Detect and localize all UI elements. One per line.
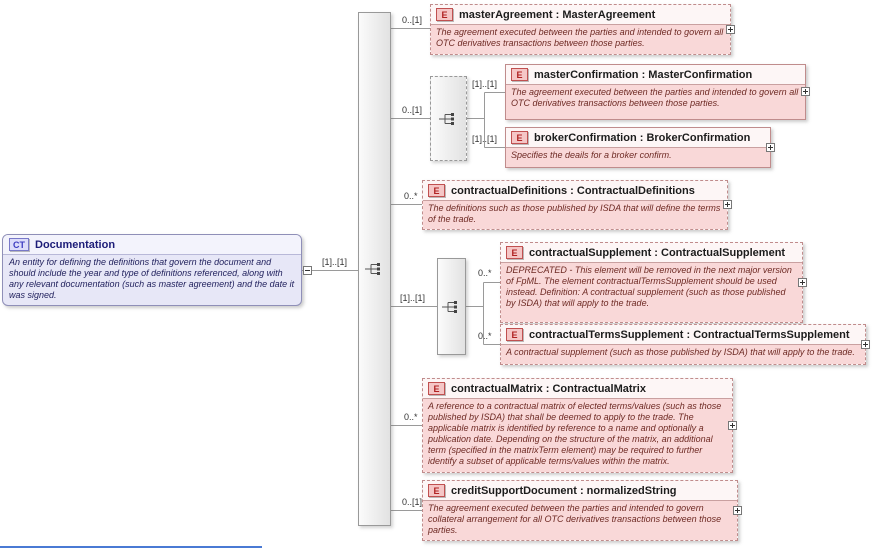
element-title: contractualTermsSupplement : Contractual… — [529, 328, 850, 341]
element-title: creditSupportDocument : normalizedString — [451, 484, 677, 497]
cardinality-label: 0..[1] — [402, 105, 423, 115]
element-description: A contractual supplement (such as those … — [501, 344, 865, 364]
element-icon: E — [506, 246, 523, 259]
expand-icon[interactable] — [733, 505, 742, 515]
element-icon: E — [511, 68, 528, 81]
sequence-group-supplement[interactable] — [437, 258, 466, 355]
cardinality-label: 0..* — [404, 191, 418, 201]
element-contractualTermsSupplement[interactable]: E contractualTermsSupplement : Contractu… — [500, 324, 870, 365]
element-title: brokerConfirmation : BrokerConfirmation — [534, 131, 751, 144]
element-description: The definitions such as those published … — [423, 200, 727, 229]
cardinality-label: 0..* — [404, 412, 418, 422]
sequence-group-confirmation[interactable] — [430, 76, 467, 161]
expand-icon[interactable] — [723, 200, 732, 209]
expand-icon[interactable] — [726, 24, 735, 34]
sequence-icon — [438, 112, 454, 125]
expand-icon[interactable] — [861, 339, 870, 349]
sequence-icon — [364, 263, 380, 275]
element-title: contractualMatrix : ContractualMatrix — [451, 382, 646, 395]
collapse-icon[interactable] — [303, 266, 312, 275]
cardinality-label: [1]..[1] — [400, 293, 426, 303]
element-description: DEPRECATED - This element will be remove… — [501, 262, 802, 322]
expand-icon[interactable] — [798, 277, 807, 287]
element-description: Specifies the deails for a broker confir… — [506, 147, 770, 167]
element-header: E masterConfirmation : MasterConfirmatio… — [506, 65, 805, 84]
element-title: masterConfirmation : MasterConfirmation — [534, 68, 753, 81]
element-icon: E — [506, 328, 523, 341]
element-icon: E — [511, 131, 528, 144]
element-icon: E — [428, 382, 445, 395]
element-title: masterAgreement : MasterAgreement — [459, 8, 656, 21]
sequence-group-main[interactable] — [358, 12, 391, 526]
element-creditSupportDocument[interactable]: E creditSupportDocument : normalizedStri… — [422, 480, 742, 541]
complextype-icon: CT — [9, 238, 29, 251]
divider-line — [0, 546, 262, 548]
element-description: A reference to a contractual matrix of e… — [423, 398, 732, 472]
element-masterConfirmation[interactable]: E masterConfirmation : MasterConfirmatio… — [505, 64, 810, 120]
complextype-header: CT Documentation — [3, 235, 301, 255]
element-title: contractualSupplement : ContractualSuppl… — [529, 246, 786, 259]
element-contractualSupplement[interactable]: E contractualSupplement : ContractualSup… — [500, 242, 807, 323]
sequence-icon — [441, 300, 457, 313]
element-header: E contractualTermsSupplement : Contractu… — [501, 325, 865, 344]
element-description: The agreement executed between the parti… — [423, 500, 737, 540]
expand-icon[interactable] — [801, 87, 810, 96]
cardinality-label: 0..[1] — [402, 15, 423, 25]
cardinality-label: [1]..[1] — [472, 79, 498, 89]
element-icon: E — [428, 184, 445, 197]
complextype-documentation[interactable]: CT Documentation An entity for defining … — [2, 234, 302, 306]
cardinality-label: [1]..[1] — [322, 257, 348, 267]
element-brokerConfirmation[interactable]: E brokerConfirmation : BrokerConfirmatio… — [505, 127, 775, 168]
element-icon: E — [436, 8, 453, 21]
element-header: E contractualDefinitions : ContractualDe… — [423, 181, 727, 200]
complextype-title: Documentation — [35, 238, 116, 251]
element-icon: E — [428, 484, 445, 497]
element-header: E brokerConfirmation : BrokerConfirmatio… — [506, 128, 770, 147]
element-description: The agreement executed between the parti… — [431, 24, 730, 54]
element-description: The agreement executed between the parti… — [506, 84, 805, 119]
element-title: contractualDefinitions : ContractualDefi… — [451, 184, 695, 197]
element-contractualDefinitions[interactable]: E contractualDefinitions : ContractualDe… — [422, 180, 732, 230]
element-masterAgreement[interactable]: E masterAgreement : MasterAgreement The … — [430, 4, 735, 55]
cardinality-label: [1]..[1] — [472, 134, 498, 144]
element-header: E creditSupportDocument : normalizedStri… — [423, 481, 737, 500]
element-header: E contractualMatrix : ContractualMatrix — [423, 379, 732, 398]
element-header: E contractualSupplement : ContractualSup… — [501, 243, 802, 262]
element-contractualMatrix[interactable]: E contractualMatrix : ContractualMatrix … — [422, 378, 737, 473]
cardinality-label: 0..[1] — [402, 497, 423, 507]
complextype-description: An entity for defining the definitions t… — [9, 257, 295, 300]
expand-icon[interactable] — [728, 420, 737, 430]
element-header: E masterAgreement : MasterAgreement — [431, 5, 730, 24]
cardinality-label: 0..* — [478, 268, 492, 278]
cardinality-label: 0..* — [478, 331, 492, 341]
expand-icon[interactable] — [766, 142, 775, 152]
